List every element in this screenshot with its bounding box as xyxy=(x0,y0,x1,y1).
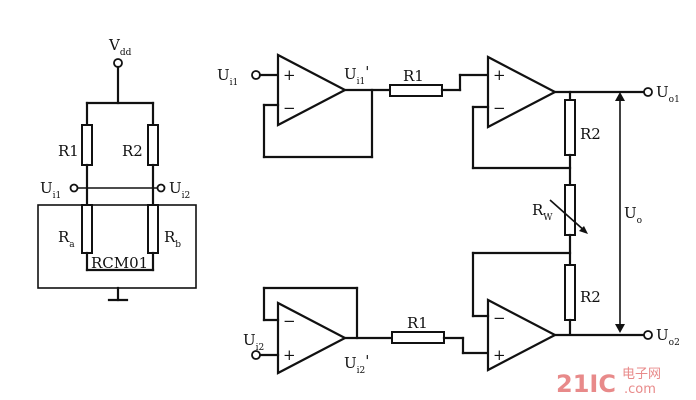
rw-label: RW xyxy=(532,201,553,223)
r1-bridge-label: R1 xyxy=(58,142,79,160)
ui2-input-label: Ui2 xyxy=(243,331,264,353)
svg-text:−: − xyxy=(283,312,296,330)
ui2-bridge-label: Ui2 xyxy=(169,179,190,201)
resistor-r1-top xyxy=(389,84,443,97)
svg-text:−: − xyxy=(493,309,506,327)
chip-label: RCM01 xyxy=(91,254,148,272)
sensor-module-box xyxy=(37,204,197,289)
diff-opamp-bottom xyxy=(486,298,558,372)
resistor-rw xyxy=(564,184,576,236)
r1-bottom-label: R1 xyxy=(407,314,428,332)
r2-bottom-label: R2 xyxy=(580,288,601,306)
uo1-output-terminal xyxy=(643,87,653,97)
resistor-r1-bottom xyxy=(391,331,445,344)
rw-variable-arrow xyxy=(549,199,587,233)
r2-bridge-label: R2 xyxy=(122,142,143,160)
bridge-circuit: Vdd R1 R2 Ui1 Ui2 Ra Rb RCM01 xyxy=(37,36,197,302)
resistor-r2-bridge xyxy=(147,124,159,166)
resistor-r2-top xyxy=(564,99,576,156)
watermark-domain: .com xyxy=(624,382,656,397)
resistor-ra xyxy=(81,204,93,254)
ui1-bridge-label: Ui1 xyxy=(40,179,61,201)
watermark-site: 电子网 xyxy=(622,367,661,382)
watermark-brand: 21IC xyxy=(556,370,616,398)
ra-label: Ra xyxy=(58,228,75,250)
uo2-output-terminal xyxy=(643,330,653,340)
vdd-terminal xyxy=(113,58,123,68)
uo1-label: Uo1 xyxy=(656,83,680,105)
svg-text:−: − xyxy=(493,99,506,117)
ui2-input-terminal xyxy=(251,350,261,360)
diff-opamp-top xyxy=(486,55,558,129)
ui1-input-terminal xyxy=(251,70,261,80)
svg-text:+: + xyxy=(283,346,296,364)
resistor-r2-bottom xyxy=(564,264,576,321)
svg-text:−: − xyxy=(283,99,296,117)
rb-label: Rb xyxy=(164,228,181,250)
vdd-label: Vdd xyxy=(108,36,132,58)
svg-text:+: + xyxy=(493,66,506,84)
svg-text:+: + xyxy=(283,66,296,84)
uo2-label: Uo2 xyxy=(656,326,680,348)
watermark-logo: 21IC 电子网 .com xyxy=(556,367,661,398)
uo-label: Uo xyxy=(624,204,642,226)
ui1-prime-label: Ui1' xyxy=(344,63,369,87)
buffer-opamp-bottom xyxy=(276,301,348,375)
instrumentation-amplifier: Ui1 + − Ui1' R1 + − Uo1 R2 xyxy=(217,53,680,376)
ui1-bridge-terminal xyxy=(69,183,79,193)
r2-top-label: R2 xyxy=(580,125,601,143)
ui2-bridge-terminal xyxy=(156,183,166,193)
resistor-rb xyxy=(147,204,159,254)
buffer-opamp-top xyxy=(276,53,348,127)
ui1-input-label: Ui1 xyxy=(217,66,238,88)
svg-text:+: + xyxy=(493,346,506,364)
resistor-r1-bridge xyxy=(81,124,93,166)
ui2-prime-label: Ui2' xyxy=(344,352,369,376)
r1-top-label: R1 xyxy=(403,67,424,85)
